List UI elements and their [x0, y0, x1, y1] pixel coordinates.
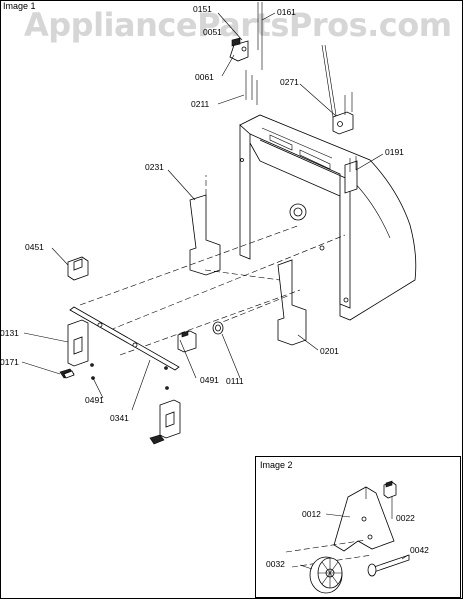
label-0022: 0022	[396, 513, 415, 523]
label-0051: 0051	[203, 27, 222, 37]
bracket-0131	[67, 319, 89, 367]
bracket-0201	[277, 259, 307, 346]
clip-center	[177, 330, 197, 353]
bracket-0191	[344, 156, 358, 194]
label-0271: 0271	[280, 77, 299, 87]
label-0191: 0191	[385, 147, 404, 157]
label-0491-left: 0491	[85, 395, 104, 405]
main-housing	[239, 114, 417, 321]
caster-wheel-0032	[285, 539, 373, 594]
label-0491-right: 0491	[200, 375, 219, 385]
label-0012: 0012	[302, 509, 321, 519]
label-0211: 0211	[191, 99, 210, 109]
clip-0061	[229, 37, 249, 62]
shaft-0341	[69, 306, 180, 371]
label-0201: 0201	[320, 346, 339, 356]
label-0341: 0341	[110, 413, 129, 423]
label-0042: 0042	[410, 545, 429, 555]
label-0161: 0161	[277, 7, 296, 17]
watermark: AppliancePartsPros.com	[24, 6, 452, 44]
bracket-0271	[332, 92, 354, 135]
bracket-0231	[189, 175, 221, 276]
washer-0111	[212, 321, 224, 335]
image-2-label: Image 2	[260, 460, 293, 470]
caster-axle-0042	[367, 554, 410, 577]
rod-right	[321, 44, 336, 131]
label-0111: 0111	[226, 376, 244, 386]
label-0061: 0061	[195, 72, 214, 82]
label-0032: 0032	[266, 559, 285, 569]
inset-image-2: Image 2	[255, 456, 461, 598]
label-0451: 0451	[25, 242, 44, 252]
caster-clip-0022	[383, 480, 397, 499]
clip-0451	[67, 256, 89, 281]
bracket-lower	[149, 366, 181, 445]
label-0131: 0131	[0, 328, 19, 338]
label-0151: 0151	[193, 4, 212, 14]
label-0171: 0171	[0, 357, 19, 367]
foot-0171	[59, 368, 75, 379]
label-0231: 0231	[145, 162, 164, 172]
caster-bracket-0012	[333, 486, 395, 552]
caster-diagram: 0012 0022 0032 0042	[266, 480, 429, 594]
image-1-label: Image 1	[3, 1, 36, 11]
